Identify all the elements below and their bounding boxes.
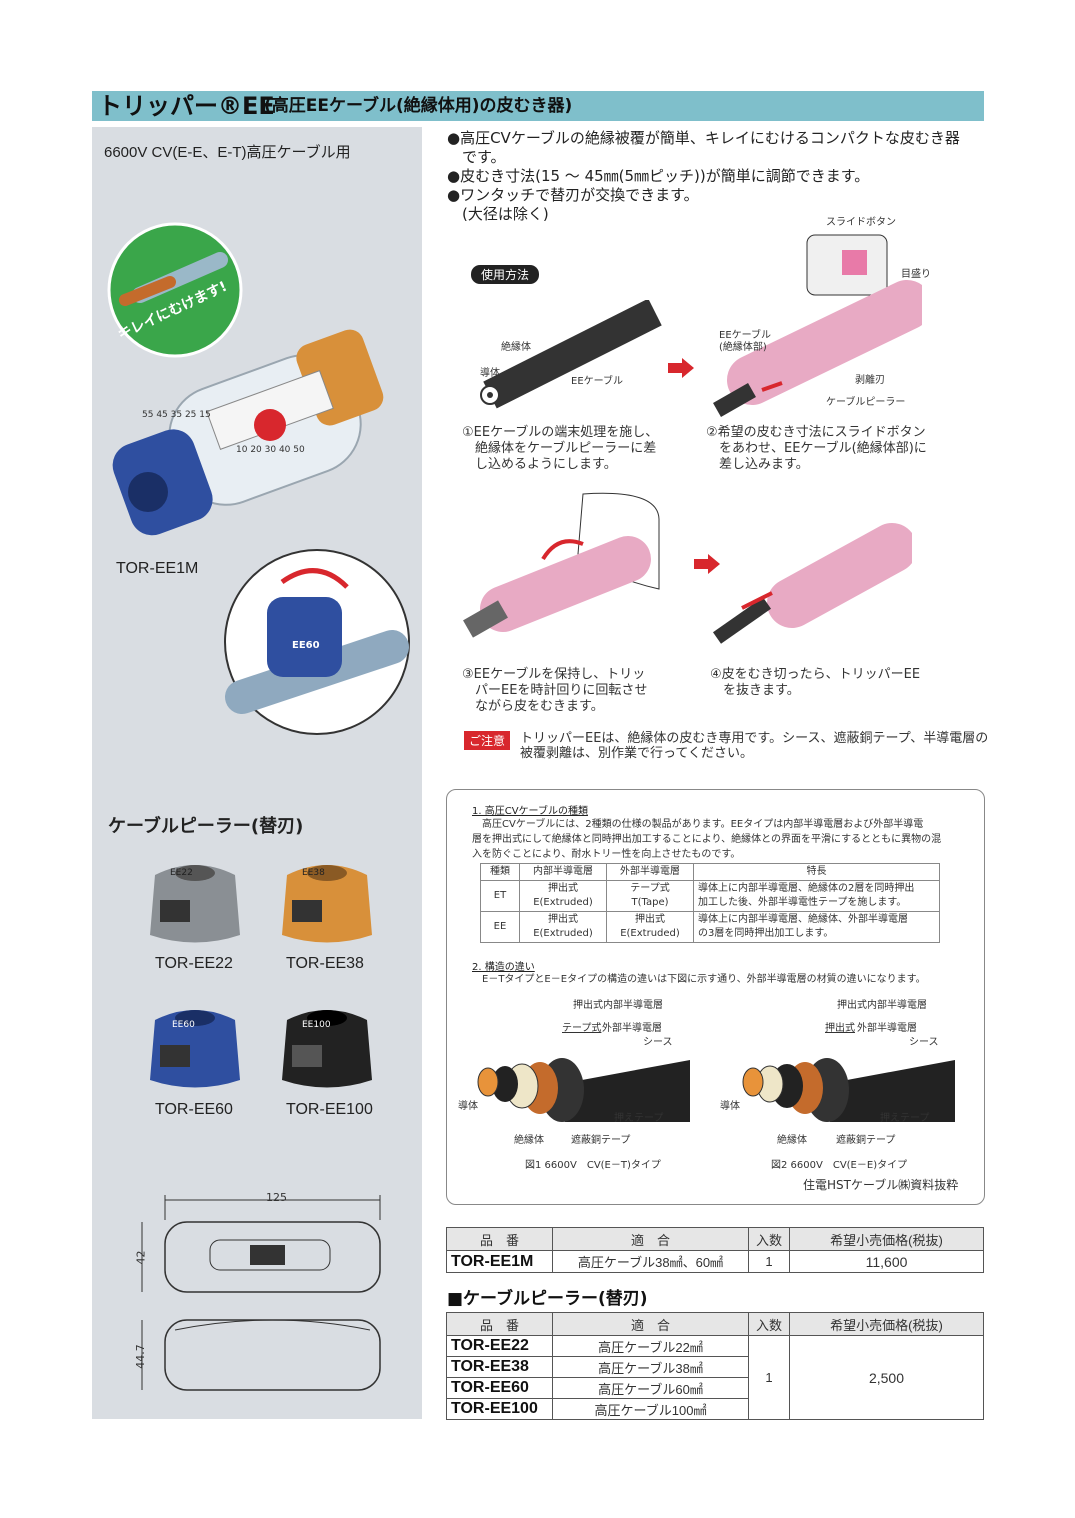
dim-width: 42 [134,1250,148,1265]
table-row: TOR-EE1M 高圧ケーブル38㎟、60㎟ 1 11,600 [446,1250,984,1273]
fig2-inner-label: 押出式内部半導電層 [837,1000,927,1011]
info-box [446,789,985,1205]
info-heading-2: 2. 構造の違い [472,962,535,973]
dim-length: 125 [266,1191,287,1204]
feature-line-5: (大径は除く) [447,205,549,223]
fig2-copper-label: 遮蔽銅テープ [836,1135,896,1146]
label-insulator: 絶縁体 [501,342,531,353]
peeler-mark-ee38: EE38 [302,868,325,878]
peeler-code-ee100: TOR-EE100 [286,1101,373,1118]
scale-readout-top: 55 45 35 25 15 [142,410,211,420]
fig1-insul-label: 絶縁体 [514,1135,544,1146]
label-scale: 目盛り [901,269,931,280]
caution-line-1: トリッパーEEは、絶縁体の皮むき専用です。シース、遮蔽銅テープ、半導電層の [520,731,989,746]
step1-illustration [480,300,662,409]
table-row: TOR-EE60 高圧ケーブル60㎟ [446,1377,984,1399]
label-conductor: 導体 [480,368,500,379]
page-header: トリッパー®EE (高圧EEケーブル(絶縁体用)の皮むき器) [92,91,984,121]
dimension-drawing [141,1195,381,1391]
source-note: 住電HSTケーブル㈱資料抜粋 [803,1178,959,1192]
peeler-mark-ee60: EE60 [172,1020,195,1030]
peeler-ee38-image [282,865,372,943]
ring-label: EE60 [292,640,320,651]
arrow-right-icon [668,358,694,378]
peeler-code-ee38: TOR-EE38 [286,955,364,972]
step4-illustration [712,523,912,644]
usage-label: 6600V CV(E-E、E-T)高圧ケーブル用 [104,144,351,161]
peeler-code-ee60: TOR-EE60 [155,1101,233,1118]
fig2-caption: 図2 6600V CV(E－E)タイプ [771,1160,908,1171]
peeler-ee60-image [150,1010,240,1088]
caution-badge: ご注意 [464,731,511,750]
main-product-illustration [107,222,384,536]
step3-illustration [463,492,660,638]
inset-illustration [224,549,410,735]
rotate-arrow-icon [541,539,584,561]
page-subtitle: (高圧EEケーブル(絶縁体用)の皮むき器) [264,96,573,116]
caution-line-2: 被覆剥離は、別作業で行ってください。 [520,746,753,761]
fig1-sheath-label: シース [643,1037,673,1048]
fig1-caption: 図1 6600V CV(E－T)タイプ [525,1160,661,1171]
page-title: トリッパー®EE [98,92,275,120]
arrow-right-icon-2 [694,554,720,574]
fig1-conductor-label: 導体 [458,1101,478,1112]
info-heading-1: 1. 高圧CVケーブルの種類 [472,806,588,817]
fig2-outer-label: 外部半導電層 [857,1023,917,1034]
label-ee-cable-part: (絶縁体部) [719,342,767,353]
peeler-mark-ee22: EE22 [170,868,193,878]
step2-illustration [713,234,922,417]
step1-text: ①EEケーブルの端末処理を施し、 絶縁体をケーブルピーラーに差 し込めるようにし… [462,425,659,472]
fig1-outer-label: 外部半導電層 [602,1023,662,1034]
info-paragraph-1: 高圧CVケーブルには、2種類の仕様の製品があります。EEタイプは内部半導電層およ… [472,819,942,860]
peeler-mark-ee100: EE100 [302,1020,331,1030]
feature-line-1: ●高圧CVケーブルの絶縁被覆が簡単、キレイにむけるコンパクトな皮むき器 [447,129,960,147]
main-product-code: TOR-EE1M [116,560,199,577]
peeler-ee22-image [150,865,240,943]
fig2-press-label: 押えテープ [880,1113,930,1124]
label-blade: 剥離刃 [855,375,885,386]
step4-text: ④皮をむき切ったら、トリッパーEE を抜きます。 [710,667,921,698]
label-peeler: ケーブルピーラー [826,397,906,408]
feature-line-4: ●ワンタッチで替刃が交換できます。 [447,186,699,204]
peeler-heading: ケーブルピーラー(替刃) [108,816,304,837]
fig2-conductor-label: 導体 [720,1101,740,1112]
usage-pill: 使用方法 [471,265,540,284]
table-row: TOR-EE22 高圧ケーブル22㎟ 1 2,500 [446,1335,984,1420]
fig2-insul-label: 絶縁体 [777,1135,807,1146]
label-slide-button: スライドボタン [826,217,896,228]
fig1-cable-structure [477,1058,690,1122]
peeler-code-ee22: TOR-EE22 [155,955,233,972]
feature-line-2: です。 [447,148,506,166]
fig2-cable-structure [742,1058,955,1122]
step3-text: ③EEケーブルを保持し、トリッ パーEEを時計回りに回転させ ながら皮をむきます… [462,667,648,714]
fig1-inner-label: 押出式内部半導電層 [573,1000,663,1011]
fig1-copper-label: 遮蔽銅テープ [571,1135,631,1146]
table-row: TOR-EE100 高圧ケーブル100㎟ [446,1398,984,1420]
product-table-peelers: 品 番 適 合 入数 希望小売価格(税抜) TOR-EE22 高圧ケーブル22㎟… [446,1312,984,1420]
fig1-press-label: 押えテープ [614,1113,664,1124]
scale-readout-bottom: 10 20 30 40 50 [236,445,305,455]
fig2-outer-type: 押出式 [825,1023,855,1034]
feature-line-3: ●皮むき寸法(15 ～ 45㎜(5㎜ピッチ))が簡単に調節できます。 [447,167,870,185]
section-peeler-title: ■ケーブルピーラー(替刃) [447,1289,648,1309]
fig1-outer-type: テープ式 [562,1023,602,1034]
label-ee-cable: EEケーブル [719,330,772,341]
peeler-ee100-image [282,1010,372,1088]
product-table-main: 品 番 適 合 入数 希望小売価格(税抜) TOR-EE1M 高圧ケーブル38㎟… [446,1227,984,1273]
step2-text: ②希望の皮むき寸法にスライドボタン をあわせ、EEケーブル(絶縁体部)に 差し込… [706,425,927,472]
rotate-arrow-icon [280,568,349,589]
info-paragraph-2: E－TタイプとE－Eタイプの構造の違いは下図に示す通り、外部半導電層の材質の違い… [472,974,926,985]
dim-height: 44.7 [133,1344,147,1369]
fig2-sheath-label: シース [909,1037,939,1048]
label-cable: EEケーブル [571,376,624,387]
